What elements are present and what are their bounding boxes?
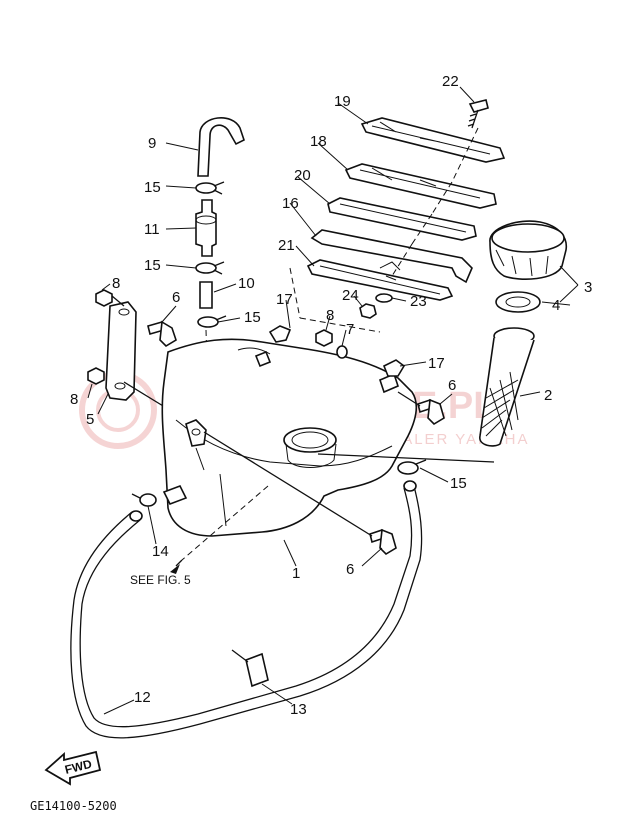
fitting-17-right	[382, 359, 406, 377]
callout-20: 20	[294, 167, 311, 184]
bolt-8-middle	[315, 329, 333, 347]
callout-8-middle: 8	[326, 307, 334, 324]
drawing-code: GE14100-5200	[30, 799, 117, 813]
hose-12-inner	[79, 487, 413, 728]
callout-23: 23	[410, 293, 427, 310]
callout-8-top: 8	[112, 275, 120, 292]
callout-6-bottom: 6	[346, 561, 354, 578]
plate-18	[344, 163, 497, 209]
callout-15-middle: 15	[144, 257, 161, 274]
bolt-8-top	[95, 289, 113, 307]
callout-3: 3	[584, 279, 592, 296]
callout-15-top: 15	[144, 179, 161, 196]
callout-7: 7	[346, 321, 354, 338]
callout-16: 16	[282, 195, 299, 212]
callout-8-left: 8	[70, 391, 78, 408]
bracket-16	[310, 229, 473, 284]
bolt-6-left	[147, 320, 177, 348]
filler-neck-strainer	[479, 327, 535, 447]
fwd-label: FWD	[63, 757, 93, 777]
clip-15-lower	[197, 315, 227, 328]
fitting-17-left	[268, 325, 292, 343]
washer-7	[336, 345, 348, 359]
bolt-6-right	[417, 398, 445, 426]
callout-17-left: 17	[276, 291, 293, 308]
hose-10	[199, 281, 213, 309]
callout-10: 10	[238, 275, 255, 292]
callout-11: 11	[144, 221, 160, 238]
bracket-5	[105, 301, 137, 401]
hose-9	[197, 117, 245, 177]
washer-23	[375, 293, 393, 303]
gasket-20	[327, 197, 477, 241]
clip-15-right	[397, 459, 427, 475]
clip-15-middle	[195, 261, 225, 275]
callout-18: 18	[310, 133, 327, 150]
see-fig-note: SEE FIG. 5	[130, 573, 191, 587]
callout-labels: 1 2 3 4 5 6 6 6 7 8 8 8 9 10 11 12 13 14…	[70, 73, 592, 718]
callout-12: 12	[134, 689, 151, 706]
callout-5: 5	[86, 411, 94, 428]
bolt-6-bottom	[369, 528, 397, 556]
filler-cap	[489, 220, 568, 280]
callout-2: 2	[544, 387, 552, 404]
callout-9: 9	[148, 135, 156, 152]
tank-outlet-fitting	[162, 484, 188, 506]
clip-15-top	[195, 181, 225, 195]
nut-24	[359, 303, 377, 319]
screw-22	[467, 99, 489, 129]
callout-21: 21	[278, 237, 295, 254]
callout-13: 13	[290, 701, 307, 718]
bolt-8-left	[87, 367, 105, 385]
callout-15-right: 15	[450, 475, 467, 492]
hose-12	[70, 485, 423, 739]
callout-22: 22	[442, 73, 459, 90]
callout-15-lower: 15	[244, 309, 261, 326]
filter-11	[195, 199, 217, 257]
fwd-arrow-icon: FWD	[44, 750, 102, 786]
leader-lines	[87, 86, 579, 715]
callout-1: 1	[292, 565, 300, 582]
fuel-tank-1	[161, 338, 418, 537]
cap-ring-4	[495, 291, 541, 313]
callout-6-left: 6	[172, 289, 180, 306]
callout-19: 19	[334, 93, 351, 110]
callout-17-right: 17	[428, 355, 445, 372]
clip-14	[131, 493, 157, 507]
callout-14: 14	[152, 543, 169, 560]
tank-fitting-top	[254, 350, 272, 368]
callout-24: 24	[342, 287, 359, 304]
callout-6-right: 6	[448, 377, 456, 394]
callout-4: 4	[552, 297, 560, 314]
clamp-13	[231, 649, 269, 688]
